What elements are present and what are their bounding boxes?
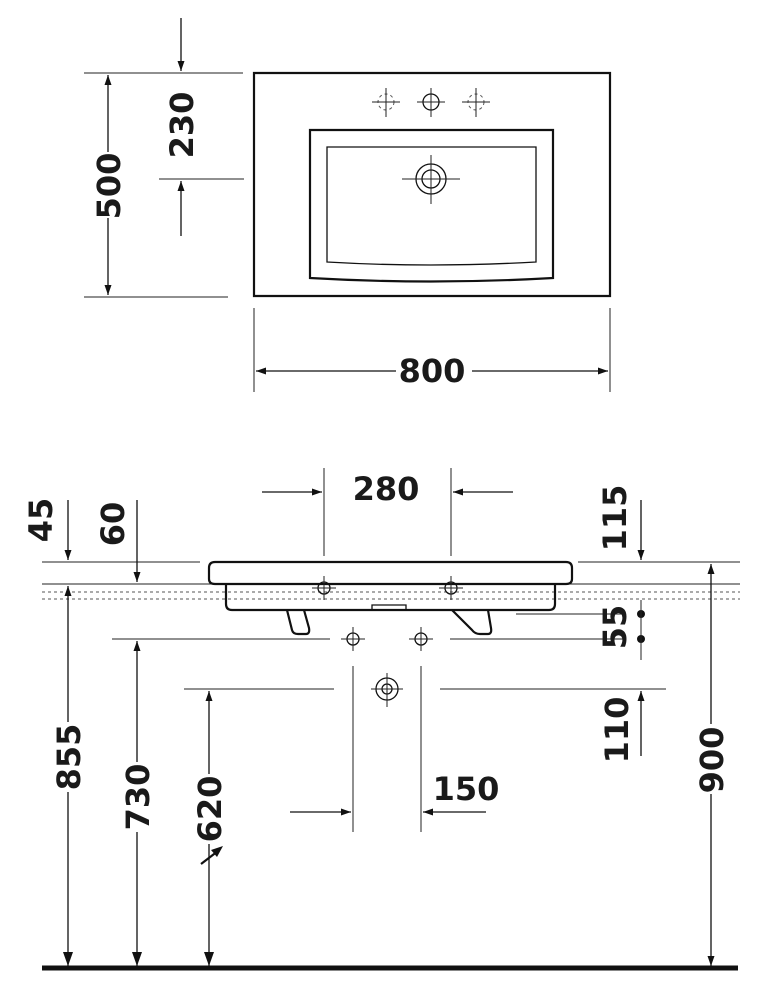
tap-marker-left-icon (312, 576, 336, 600)
dim-115-label: 115 (596, 485, 634, 552)
dim-900-label: 900 (693, 727, 731, 794)
pointer-arrow-620-head (211, 846, 223, 857)
dim-45-label: 45 (22, 498, 60, 543)
bowl-outer-outline (308, 128, 555, 283)
dim-730-arrow-bottom (132, 952, 142, 966)
supply-marker-left-icon (341, 627, 365, 651)
dim-900-bg (694, 724, 728, 794)
dim-855-label: 855 (50, 724, 88, 791)
dim-500-bg (92, 152, 124, 218)
dim-730-bg (120, 762, 154, 832)
tap-hole-center-icon (417, 88, 445, 117)
tap-hole-left-icon (372, 88, 400, 117)
dim-620-label: 620 (191, 776, 229, 843)
bowl-inner-outline (326, 146, 537, 266)
dim-620-arrow-bottom (204, 952, 214, 966)
dim-620-bg (192, 774, 226, 844)
dim-500-label: 500 (90, 153, 128, 220)
dim-280-label: 280 (353, 470, 420, 508)
dim-230-label: 230 (163, 92, 201, 159)
dim-110-label: 110 (598, 697, 636, 764)
dim-855-bg (51, 722, 85, 792)
front-view: 280 45 60 115 55 110 900 855 730 (22, 468, 740, 971)
basin-foot-right (451, 609, 493, 636)
dim-800-label: 800 (399, 352, 466, 390)
waste-outlet-icon (371, 673, 403, 707)
tap-marker-right-icon (439, 576, 463, 600)
dim-55-label: 55 (596, 605, 634, 650)
supply-marker-right-icon (409, 627, 433, 651)
dim-730-label: 730 (119, 764, 157, 831)
overflow-slot (371, 604, 407, 610)
top-view: 500 230 800 (84, 18, 612, 392)
basin-front-body (224, 584, 557, 612)
tap-hole-right-icon (462, 88, 490, 117)
basin-front-rim (207, 560, 574, 586)
basin-foot-left (285, 609, 311, 636)
basin-top-outline (252, 71, 612, 298)
dim-855-arrow-bottom (63, 952, 73, 966)
dim-150-label: 150 (433, 770, 500, 808)
drain-icon (402, 155, 460, 204)
dim-60-label: 60 (94, 502, 132, 547)
